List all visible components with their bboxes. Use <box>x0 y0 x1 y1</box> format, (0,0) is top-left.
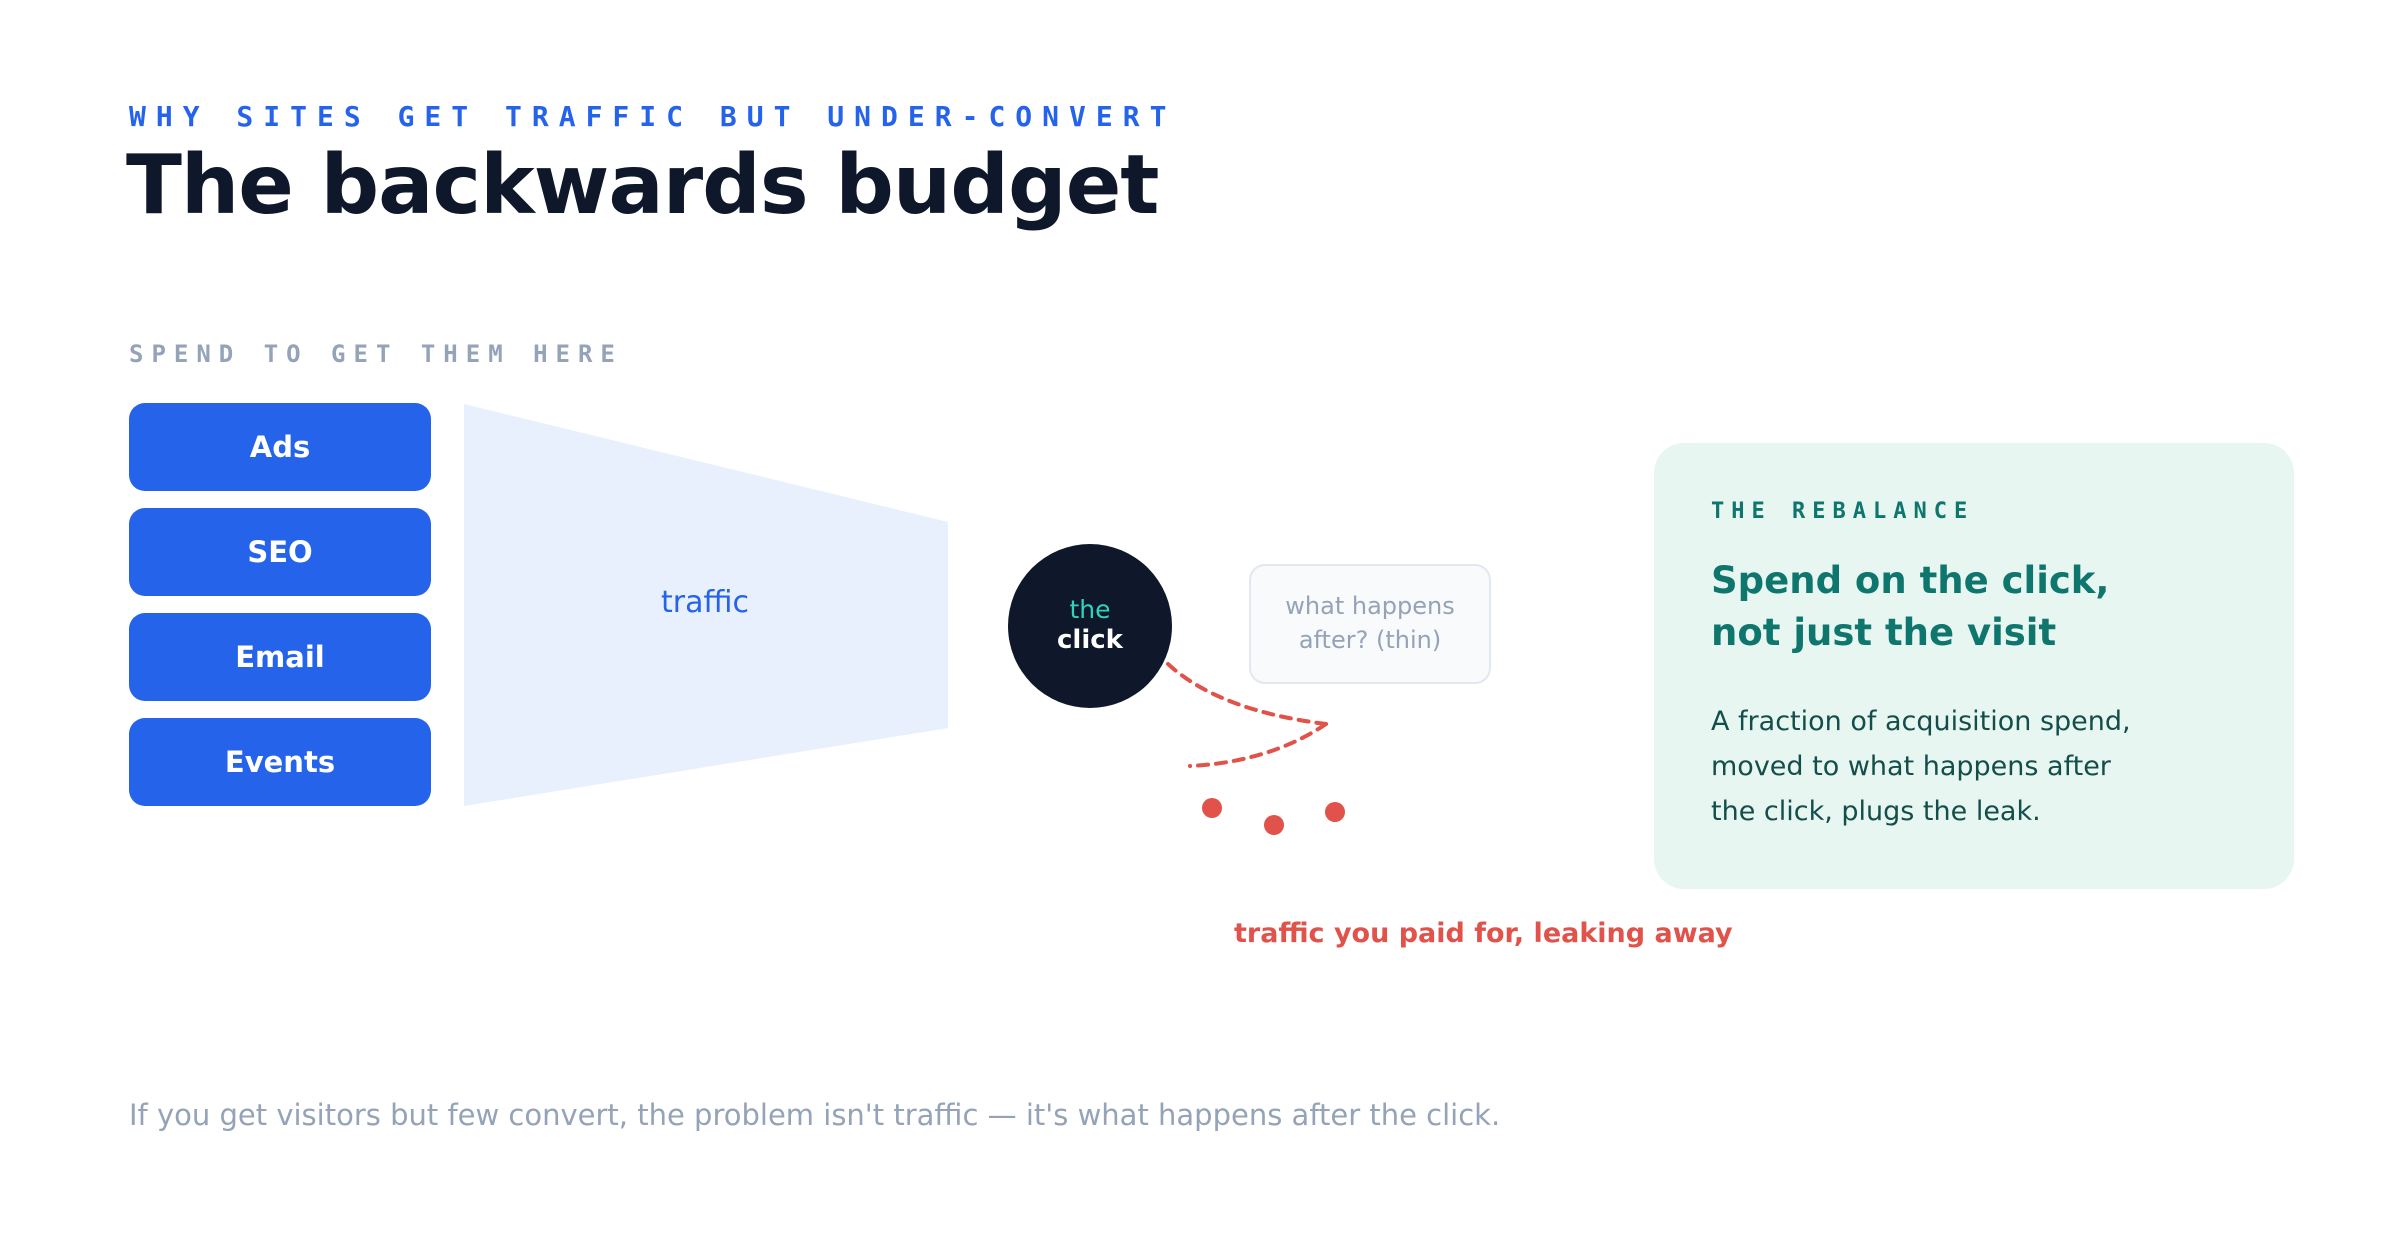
channel-events-button[interactable]: Events <box>129 718 431 806</box>
rebalance-heading-line-2: not just the visit <box>1711 611 2057 654</box>
the-click-node: the click <box>1008 544 1172 708</box>
rebalance-eyebrow: THE REBALANCE <box>1711 499 1975 524</box>
leak-label: traffic you paid for, leaking away <box>1234 918 1733 949</box>
after-click-box: what happens after? (thin) <box>1249 564 1491 684</box>
leak-stream-top <box>1166 662 1328 726</box>
click-node-the: the <box>1069 595 1111 625</box>
funnel-traffic-label: traffic <box>661 585 749 620</box>
page-title: The backwards budget <box>126 138 1160 233</box>
channel-ads-button[interactable]: Ads <box>129 403 431 491</box>
leak-drop <box>1202 798 1222 818</box>
after-click-line-2: after? (thin) <box>1298 626 1442 654</box>
spend-label: SPEND TO GET THEM HERE <box>129 340 623 368</box>
rebalance-body-line-1: A fraction of acquisition spend, <box>1711 706 2131 737</box>
rebalance-card: THE REBALANCE Spend on the click, not ju… <box>1654 443 2294 889</box>
rebalance-heading-line-1: Spend on the click, <box>1711 559 2110 602</box>
click-node-word: click <box>1057 625 1123 656</box>
section-eyebrow: WHY SITES GET TRAFFIC BUT UNDER-CONVERT <box>129 100 1177 133</box>
rebalance-body-line-3: the click, plugs the leak. <box>1711 796 2041 827</box>
rebalance-body: A fraction of acquisition spend, moved t… <box>1711 699 2131 834</box>
leak-stream-bottom <box>1188 722 1328 768</box>
leak-drop <box>1264 815 1284 835</box>
traffic-funnel <box>464 404 948 806</box>
leak-drop <box>1325 802 1345 822</box>
channel-email-button[interactable]: Email <box>129 613 431 701</box>
after-click-line-1: what happens <box>1285 592 1455 621</box>
footnote: If you get visitors but few convert, the… <box>129 1098 1501 1132</box>
channel-seo-button[interactable]: SEO <box>129 508 431 596</box>
rebalance-heading: Spend on the click, not just the visit <box>1711 555 2109 659</box>
rebalance-body-line-2: moved to what happens after <box>1711 751 2111 782</box>
